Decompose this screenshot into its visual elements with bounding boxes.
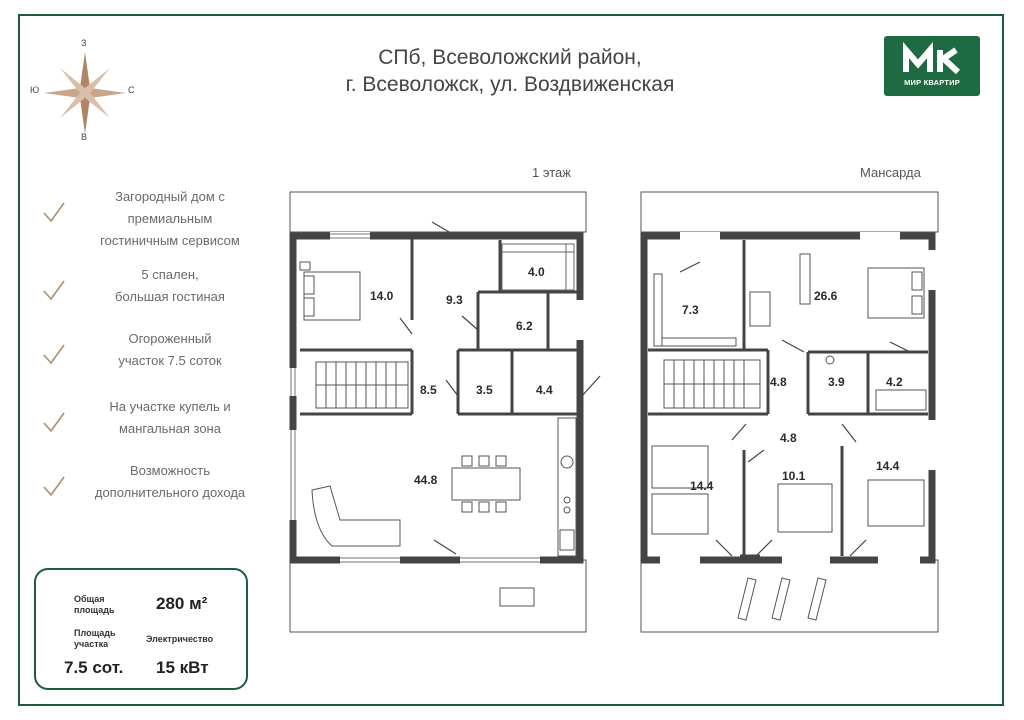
feature-item: 5 спален, большая гостиная (40, 264, 270, 314)
attic-bottom-terrace (640, 559, 939, 633)
title-line-2: г. Всеволожск, ул. Воздвиженская (345, 73, 675, 96)
page-frame (18, 14, 1004, 706)
attic-room-label: 10.1 (782, 469, 806, 483)
compass: З В Ю С (30, 38, 140, 148)
feature-text: Загородный дом с премиальным гостиничным… (100, 189, 240, 248)
total-area-label: Общая площадь (74, 594, 115, 615)
attic-room-label: 4.8 (780, 431, 797, 445)
attic-room-label: 26.6 (814, 289, 838, 303)
attic-top-terrace (640, 191, 939, 233)
check-icon (43, 280, 65, 301)
stats-box: Общая площадь 280 м² Площадь участка Эле… (34, 568, 248, 690)
floor1-dining-table (451, 455, 521, 513)
compass-north: З (81, 38, 87, 48)
floor1-room-label: 14.0 (370, 289, 394, 303)
floor1-kitchen (557, 417, 577, 557)
check-icon (43, 412, 65, 433)
attic-plan: 7.3 26.6 4.8 3.9 4.2 4.8 14.4 10.1 14.4 (640, 191, 939, 633)
floor1-bed-icon (299, 261, 361, 321)
total-area-value: 280 м² (156, 594, 208, 613)
floor1-plan: 14.0 9.3 4.0 6.2 8.5 3.5 4.4 44.8 (289, 191, 601, 633)
check-icon (43, 344, 65, 365)
attic-label: Мансарда (860, 165, 921, 180)
power-value: 15 кВт (156, 658, 209, 677)
attic-room-label: 14.4 (690, 479, 714, 493)
feature-item: Возможность дополнительного дохода (40, 460, 270, 510)
compass-south: В (81, 132, 88, 142)
brand-logo-text: МИР КВАРТИР (904, 78, 960, 87)
floor1-room-label: 6.2 (516, 319, 533, 333)
feature-text: Огороженный участок 7.5 соток (118, 331, 222, 368)
floor1-room-label: 4.0 (528, 265, 545, 279)
feature-text: Возможность дополнительного дохода (94, 463, 246, 500)
brand-mark-icon (903, 42, 961, 75)
feature-text: На участке купель и мангальная зона (109, 399, 231, 436)
power-label: Электричество (146, 634, 214, 644)
floor1-room-label: 3.5 (476, 383, 493, 397)
attic-room-label: 7.3 (682, 303, 699, 317)
attic-stairs (663, 359, 761, 409)
floor1-outer-walls (289, 232, 584, 564)
floor1-room-label: 9.3 (446, 293, 463, 307)
feature-text: 5 спален, большая гостиная (115, 267, 225, 304)
floor1-stairs (315, 361, 409, 409)
compass-rose-icon (44, 52, 126, 134)
attic-sun-loungers (737, 577, 827, 621)
plot-area-value: 7.5 сот. (64, 658, 124, 677)
attic-room-label: 14.4 (876, 459, 900, 473)
check-icon (43, 476, 65, 497)
floor1-room-label: 44.8 (414, 473, 438, 487)
floor1-label: 1 этаж (532, 165, 571, 180)
floor1-top-terrace (289, 191, 587, 233)
compass-west: Ю (30, 85, 40, 95)
check-icon (43, 202, 65, 223)
compass-east: С (128, 85, 135, 95)
floor1-room-label: 8.5 (420, 383, 437, 397)
floor1-bottom-terrace (289, 559, 587, 633)
title-line-1: СПб, Всеволожский район, (378, 46, 642, 69)
feature-item: Загородный дом с премиальным гостиничным… (40, 186, 270, 248)
feature-item: На участке купель и мангальная зона (40, 396, 270, 446)
attic-room-label: 4.2 (886, 375, 903, 389)
plot-area-label: Площадь участка (74, 628, 116, 649)
floor1-sofa (311, 485, 401, 547)
feature-item: Огороженный участок 7.5 соток (40, 328, 270, 378)
floor1-room-label: 4.4 (536, 383, 553, 397)
brand-logo: МИР КВАРТИР (884, 36, 980, 96)
attic-room-label: 4.8 (770, 375, 787, 389)
page-title: СПб, Всеволожский район, г. Всеволожск, … (300, 44, 720, 98)
attic-room-label: 3.9 (828, 375, 845, 389)
